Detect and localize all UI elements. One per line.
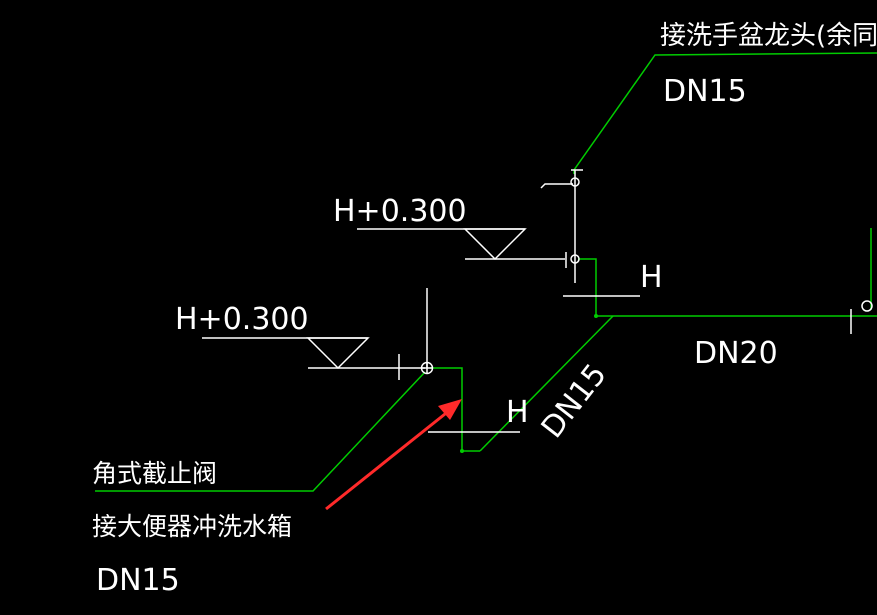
label-main-pipe-size: DN20 [694, 336, 778, 371]
label-angle-valve: 角式截止阀 [92, 459, 217, 488]
upper-elevation-triangle-icon [463, 228, 527, 261]
label-top-right-note: 接洗手盆龙头(余同) [660, 21, 877, 51]
pipe-network [95, 52, 877, 492]
label-lower-h-mark: H [506, 395, 529, 430]
label-diagonal-size: DN15 [535, 357, 614, 445]
red-arrow-head-icon [438, 399, 462, 420]
text-labels: 接洗手盆龙头(余同) DN15 H+0.300 H H+0.300 H DN15… [92, 21, 877, 598]
label-lower-elevation: H+0.300 [175, 302, 309, 337]
annotation-arrow [325, 399, 462, 511]
label-upper-h-mark: H [640, 260, 663, 295]
pipe-upper-branch-diagonal [573, 52, 877, 174]
label-upper-elevation: H+0.300 [333, 194, 467, 229]
right-valve-icon [861, 300, 873, 312]
cad-symbols [202, 169, 873, 433]
junction-dot [594, 314, 598, 318]
pipe-diagonal-dn15 [479, 315, 614, 452]
label-top-right-size: DN15 [663, 74, 747, 109]
upper-faucet-valve-icon [570, 177, 580, 187]
lower-valve-icon [420, 361, 434, 375]
junction-dot [460, 449, 464, 453]
label-bottom-size: DN15 [96, 563, 180, 598]
lower-elevation-triangle-icon [306, 337, 370, 370]
pipe-lower-fixture-branch [430, 367, 480, 452]
label-toilet-tank: 接大便器冲洗水箱 [92, 512, 292, 541]
pipe-toilet-tank-supply [95, 371, 426, 492]
red-arrow-shaft [325, 408, 451, 511]
pipe-upper-fixture-branch [578, 258, 597, 316]
upper-faucet-spout-icon [540, 183, 573, 189]
upper-valve-icon [570, 254, 580, 264]
